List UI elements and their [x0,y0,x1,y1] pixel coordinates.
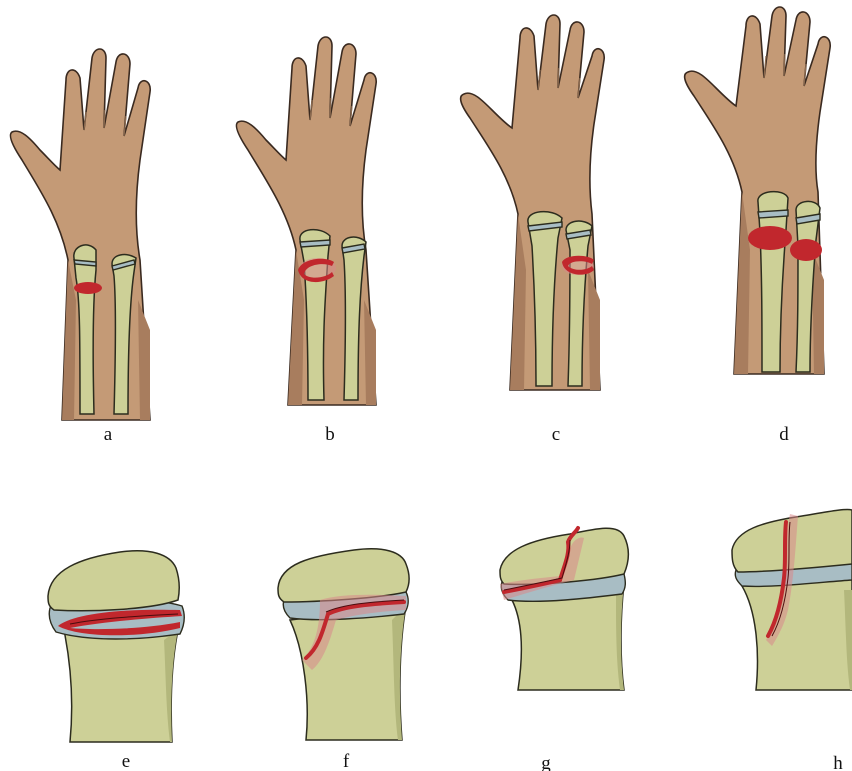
panel-a: a [0,0,215,450]
hand-illustration-b [226,0,441,450]
bone-closeup-e [30,530,210,771]
fracture-mark-d-ulna [790,239,822,261]
bone-closeup-f [260,530,440,771]
fracture-mark-d-radius [748,226,792,250]
hand-illustration-c [452,0,667,450]
panel-g: g [490,510,670,771]
panel-label-g: g [526,754,566,771]
bone-closeup-g [490,510,670,771]
panel-label-d: d [764,425,804,445]
panel-label-h: h [818,754,852,771]
fracture-mark-a [74,282,102,294]
hand-illustration-d [674,0,852,450]
panel-label-f: f [326,752,366,771]
panel-e: e [30,530,210,771]
bone-closeup-h [722,500,852,771]
panel-label-a: a [88,425,128,445]
panel-c: c [452,0,667,450]
panel-label-c: c [536,425,576,445]
panel-label-b: b [310,425,350,445]
panel-f: f [260,530,440,771]
panel-h: h [722,500,852,771]
panel-label-e: e [106,752,146,771]
hand-illustration-a [0,0,215,450]
panel-d: d [674,0,852,450]
panel-b: b [226,0,441,450]
